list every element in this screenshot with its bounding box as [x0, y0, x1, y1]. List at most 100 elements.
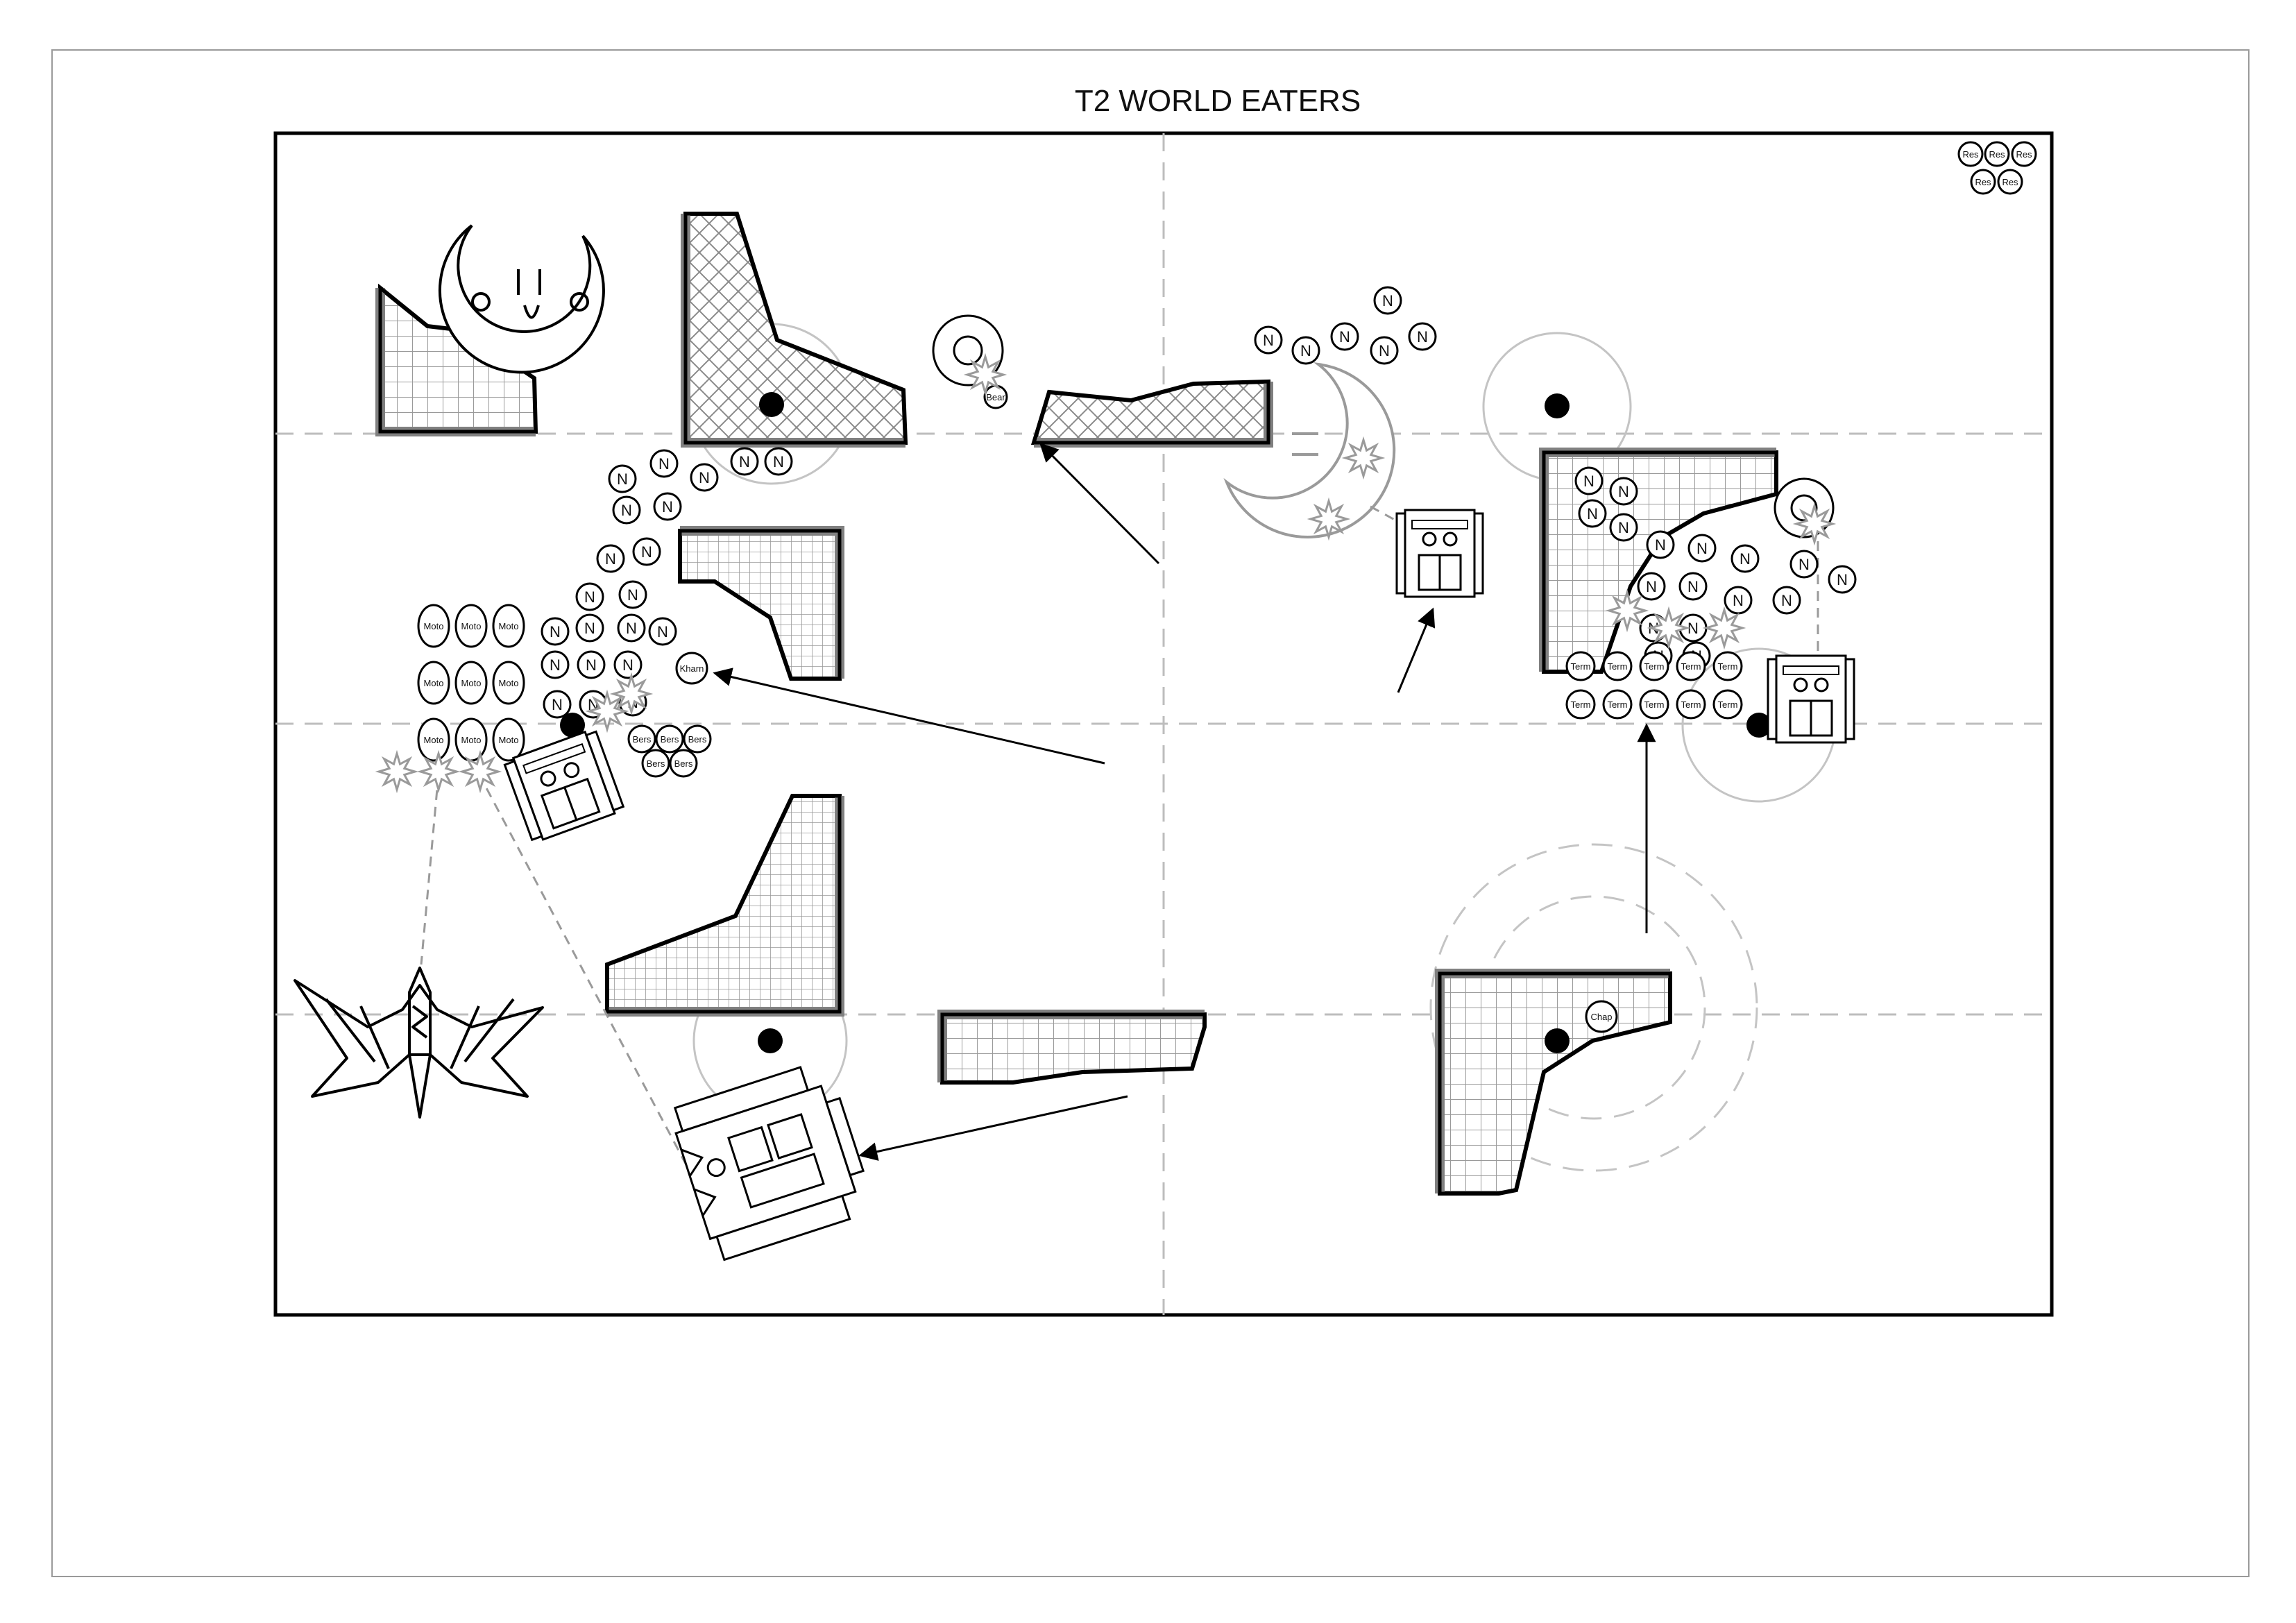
page-frame [51, 49, 2250, 1577]
unit-tokens: NNNNNNNNNNNNNNNNNNNNNMotoMotoMotoMotoMot… [417, 141, 2037, 1033]
land-raider-icon [673, 1066, 865, 1261]
token-n: N [1408, 322, 1437, 351]
token-terminator: Term [1639, 689, 1669, 720]
token-n: N [764, 447, 793, 476]
svg-text:Term: Term [1644, 661, 1665, 672]
svg-text:Res: Res [1989, 149, 2005, 160]
svg-text:Moto: Moto [461, 621, 482, 631]
blast-marker-icon [1605, 588, 1649, 633]
svg-text:N: N [1837, 571, 1848, 588]
ruin-top-left [375, 283, 538, 436]
token-n: N [1678, 572, 1708, 601]
token-reserve: Res [2011, 141, 2037, 167]
svg-text:Term: Term [1681, 661, 1701, 672]
svg-text:N: N [1798, 556, 1810, 573]
svg-text:N: N [1733, 592, 1744, 609]
svg-text:N: N [605, 550, 616, 568]
svg-text:N: N [626, 620, 637, 637]
move-arrow-icon [713, 443, 1656, 1161]
token-n: N [596, 544, 625, 573]
svg-text:N: N [1339, 328, 1350, 346]
ruin-top-center [681, 212, 908, 448]
blast-marker-icon [609, 672, 654, 716]
svg-text:Term: Term [1608, 661, 1628, 672]
token-n: N [608, 464, 637, 493]
token-n: N [690, 463, 719, 492]
svg-text:N: N [739, 453, 750, 470]
token-berserker: Bers [627, 724, 656, 754]
svg-text:N: N [1300, 342, 1311, 359]
token-moto: Moto [454, 717, 488, 762]
svg-text:N: N [773, 453, 784, 470]
token-moto: Moto [417, 717, 450, 762]
ruin-bottom-mid [937, 1010, 1207, 1085]
token-n: N [1687, 534, 1717, 563]
token-terminator: Term [1676, 689, 1706, 720]
ruin-top-mid [1030, 379, 1273, 448]
token-reserve: Res [1984, 141, 2010, 167]
svg-text:Moto: Moto [424, 678, 444, 688]
token-berserker: Bers [669, 749, 698, 778]
map-title: T2 WORLD EATERS [1075, 84, 1361, 118]
svg-text:N: N [641, 543, 652, 561]
svg-text:Term: Term [1718, 661, 1738, 672]
token-terminator: Term [1565, 689, 1596, 720]
svg-text:N: N [1646, 578, 1657, 595]
crescent-icon [438, 224, 605, 374]
token-n: N [612, 495, 641, 525]
svg-text:N: N [1618, 519, 1629, 536]
blast-marker-icon [1792, 502, 1837, 546]
token-n: N [1578, 499, 1607, 528]
token-berserker: Bers [641, 749, 670, 778]
blast-marker-icon [416, 749, 461, 794]
ring-marker [932, 314, 1835, 538]
svg-text:Term: Term [1608, 699, 1628, 710]
blast-marker-icon [375, 749, 419, 794]
token-moto: Moto [492, 717, 525, 762]
blast-markers [375, 352, 1837, 794]
token-n: N [575, 613, 604, 643]
blast-marker-icon [1647, 606, 1691, 650]
token-n: N [1373, 286, 1402, 315]
token-n: N [541, 650, 570, 679]
svg-text:Moto: Moto [499, 621, 519, 631]
svg-text:N: N [699, 469, 710, 486]
token-terminator: Term [1602, 651, 1633, 681]
svg-text:N: N [550, 656, 561, 674]
svg-text:Term: Term [1644, 699, 1665, 710]
token-n: N [653, 492, 682, 521]
svg-text:Bers: Bers [633, 734, 652, 745]
svg-text:Res: Res [1962, 149, 1979, 160]
token-reserve: Res [1970, 169, 1996, 195]
token-chaplain: Chap [1585, 1000, 1618, 1033]
token-moto: Moto [454, 604, 488, 648]
svg-text:N: N [1379, 342, 1390, 359]
token-n: N [1254, 325, 1283, 355]
token-n: N [648, 617, 677, 646]
svg-text:N: N [617, 470, 628, 488]
svg-text:Moto: Moto [461, 678, 482, 688]
token-moto: Moto [417, 604, 450, 648]
svg-text:Moto: Moto [424, 621, 444, 631]
token-moto: Moto [454, 661, 488, 705]
svg-text:N: N [1655, 536, 1666, 554]
blast-marker-icon [1307, 497, 1351, 541]
token-n: N [613, 650, 643, 679]
svg-text:Moto: Moto [499, 735, 519, 745]
svg-text:Kharn: Kharn [680, 663, 704, 674]
token-terminator: Term [1712, 689, 1743, 720]
svg-text:Moto: Moto [461, 735, 482, 745]
svg-text:N: N [1687, 578, 1699, 595]
token-n: N [1772, 586, 1801, 615]
token-n: N [618, 580, 647, 609]
blast-marker-icon [458, 749, 502, 794]
token-n: N [1370, 336, 1399, 365]
token-n: N [1609, 477, 1638, 506]
svg-text:N: N [658, 455, 670, 473]
token-n: N [1789, 550, 1819, 579]
svg-text:N: N [1587, 505, 1598, 522]
token-n: N [1637, 572, 1666, 601]
token-terminator: Term [1602, 689, 1633, 720]
token-moto: Moto [492, 661, 525, 705]
